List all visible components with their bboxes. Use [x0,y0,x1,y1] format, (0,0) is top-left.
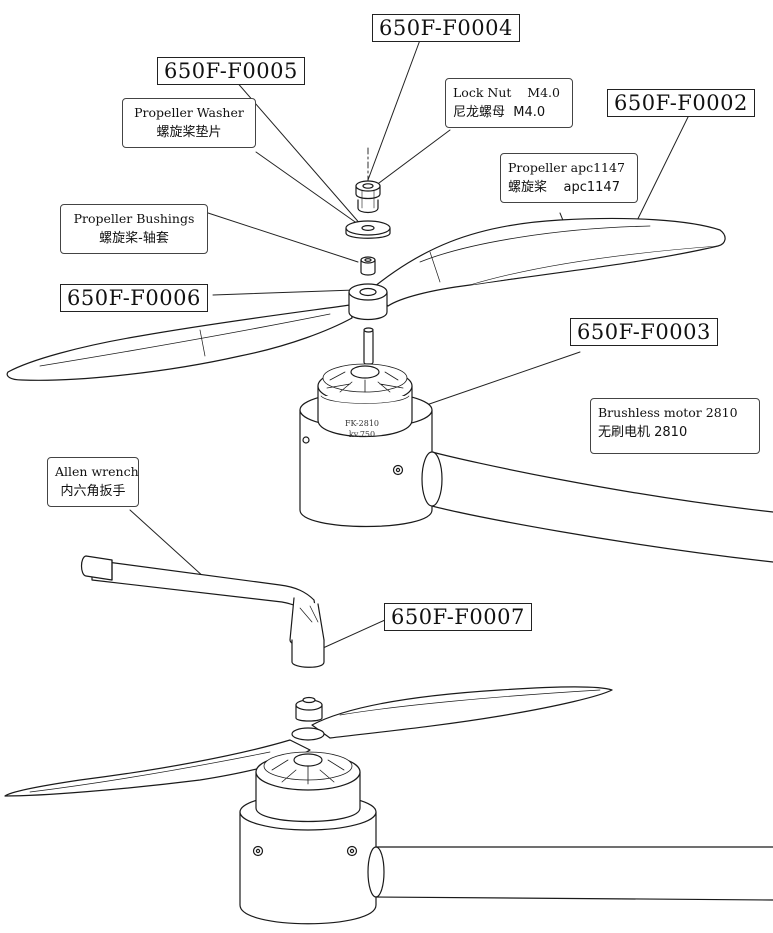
motor-upper [299,327,433,528]
callout-wrench-zh: 内六角扳手 [60,484,126,499]
part-number-bushing: 650F-F0006 [60,284,208,312]
part-number-motor: 650F-F0003 [570,318,718,346]
arm-tube-upper [421,451,773,563]
leader-lines [129,39,691,649]
callout-motor: Brushless motor 2810 无刷电机 2810 [590,398,760,454]
callout-propeller-zh: 螺旋桨 apc1147 [508,180,620,195]
propeller-lower [4,686,613,797]
propeller-upper [6,217,726,381]
motor-model-marking: FK-2810 [344,419,379,428]
part-number-nut: 650F-F0004 [372,14,520,42]
callout-washer-zh: 螺旋桨垫片 [156,125,222,140]
propeller-hub [348,283,388,321]
callout-washer: Propeller Washer 螺旋桨垫片 [122,98,256,148]
callout-lock-nut-zh: 尼龙螺母 M4.0 [453,105,546,120]
lock-nut [355,180,381,214]
callout-propeller-en: Propeller apc1147 [508,160,625,175]
callout-bushing: Propeller Bushings 螺旋桨-轴套 [60,204,208,254]
callout-motor-en: Brushless motor 2810 [598,405,738,420]
part-number-propeller: 650F-F0002 [607,89,755,117]
allen-wrench [80,555,325,668]
lower-nut-stack [295,696,323,722]
callout-bushing-zh: 螺旋桨-轴套 [99,231,169,246]
part-number-washer: 650F-F0005 [157,57,305,85]
callout-wrench: Allen wrench 内六角扳手 [47,457,139,507]
part-number-wrench: 650F-F0007 [384,603,532,631]
callout-washer-en: Propeller Washer [134,105,244,120]
motor-lower [239,751,377,925]
propeller-bushing [360,256,376,276]
callout-lock-nut: Lock Nut M4.0 尼龙螺母 M4.0 [445,78,573,128]
callout-lock-nut-en: Lock Nut M4.0 [453,85,560,100]
callout-motor-zh: 无刷电机 2810 [598,425,688,440]
propeller-washer [345,220,391,239]
callout-bushing-en: Propeller Bushings [73,211,195,226]
arm-tube-lower [367,846,773,901]
callout-wrench-en: Allen wrench [55,464,139,479]
callout-propeller: Propeller apc1147 螺旋桨 apc1147 [500,153,638,203]
motor-kv-marking: kv.750 [348,430,376,439]
